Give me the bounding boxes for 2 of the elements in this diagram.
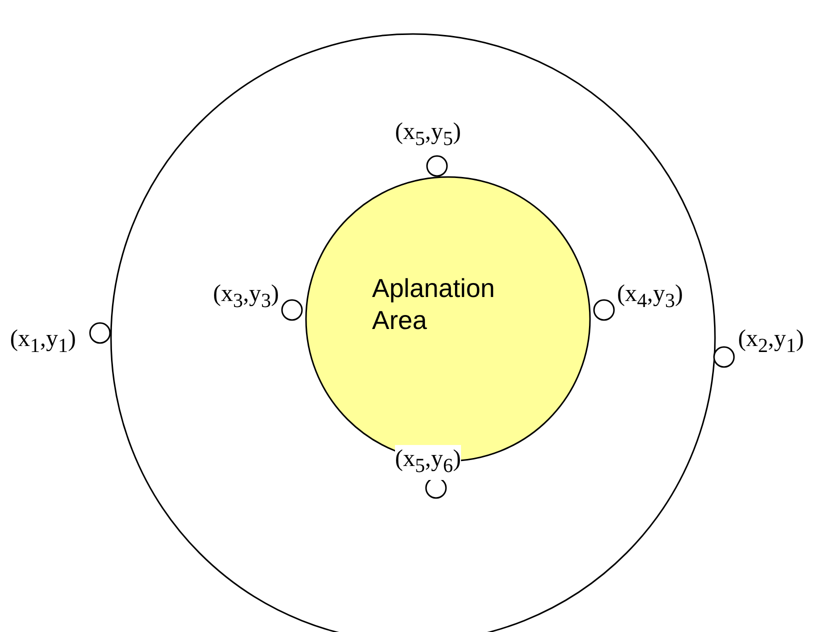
coordinate-label: (x$_{5}$,y$_{6}$): [395, 445, 461, 480]
area-label: Aplanation Area: [372, 272, 496, 336]
